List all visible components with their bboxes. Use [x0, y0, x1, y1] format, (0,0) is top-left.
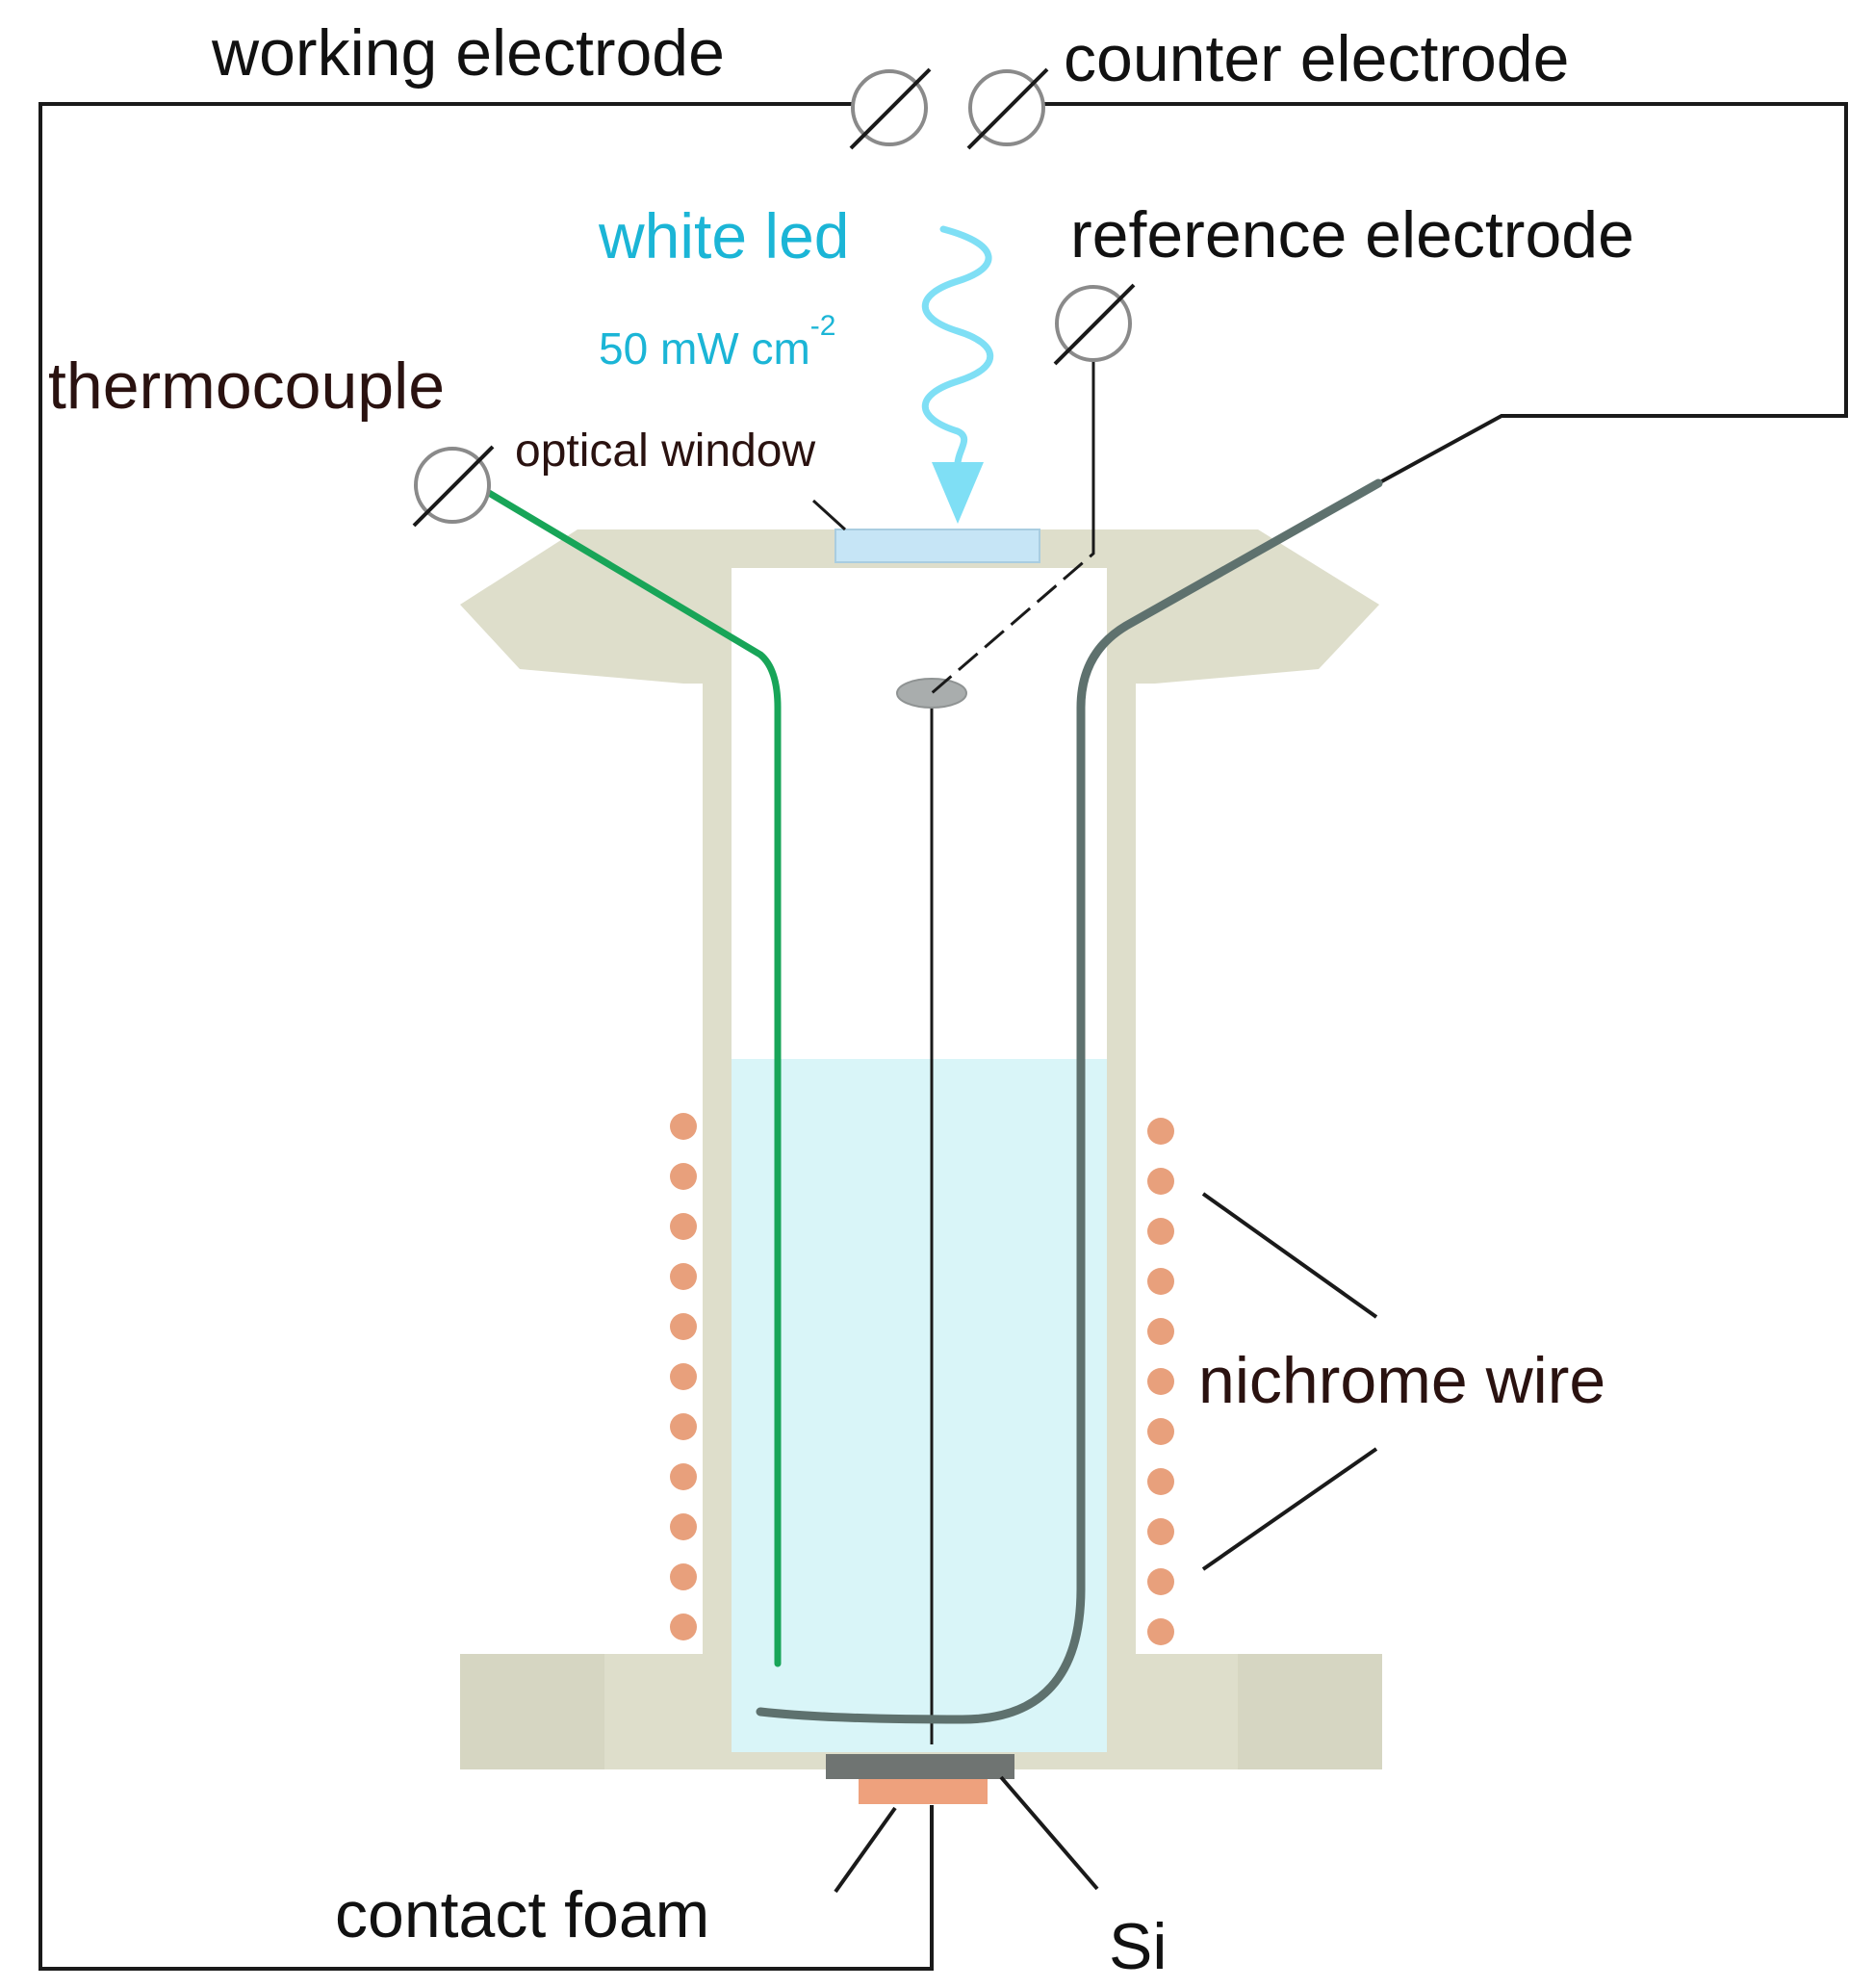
counter-electrode-wire [756, 478, 1383, 1724]
led-power-exponent: -2 [810, 310, 836, 342]
cell-bottom-flange-shade-right [1238, 1654, 1382, 1769]
heater-coil-right [1147, 1118, 1174, 1645]
reference-electrode-tip [896, 678, 967, 709]
si-leader [999, 1775, 1099, 1891]
led-light-arrowhead-icon [932, 462, 984, 524]
led-power-value: 50 mW cm [599, 323, 810, 374]
working-electrode-circuit-wire [39, 102, 934, 1971]
working-electrode-terminal-icon [849, 67, 932, 150]
working-electrode-label: working electrode [211, 16, 725, 90]
led-power-label: 50 mW cm-2 [599, 310, 835, 374]
thermocouple-label: thermocouple [48, 349, 445, 423]
electrolyte [732, 1059, 1107, 1752]
led-light-wave-icon [922, 225, 993, 468]
nichrome-leader-lower [1201, 1447, 1378, 1571]
optical-window [834, 529, 1040, 563]
cell-left-wall [703, 664, 732, 1675]
contact-foam-label: contact foam [335, 1878, 709, 1951]
nichrome-leader-upper [1201, 1192, 1378, 1319]
cell-bottom-flange-shade-left [460, 1654, 604, 1769]
reference-electrode-terminal-icon [1053, 283, 1136, 366]
heater-coil-left [670, 1113, 697, 1640]
counter-electrode-terminal-icon [966, 67, 1049, 150]
counter-electrode-circuit-wire [1009, 102, 1848, 485]
si-layer [826, 1754, 1014, 1779]
white-led-label: white led [598, 200, 850, 271]
thermocouple-terminal-icon [412, 445, 495, 528]
cell-right-wall [1107, 664, 1136, 1675]
nichrome-wire-label: nichrome wire [1198, 1344, 1605, 1417]
optical-window-leader [811, 499, 847, 531]
si-label: Si [1109, 1910, 1167, 1983]
reference-electrode-label: reference electrode [1070, 198, 1634, 271]
thermocouple-wire [485, 489, 782, 1667]
contact-foam-pad [859, 1779, 988, 1804]
contact-foam-leader [834, 1806, 897, 1894]
counter-electrode-label: counter electrode [1064, 22, 1569, 95]
optical-window-label: optical window [515, 426, 816, 477]
